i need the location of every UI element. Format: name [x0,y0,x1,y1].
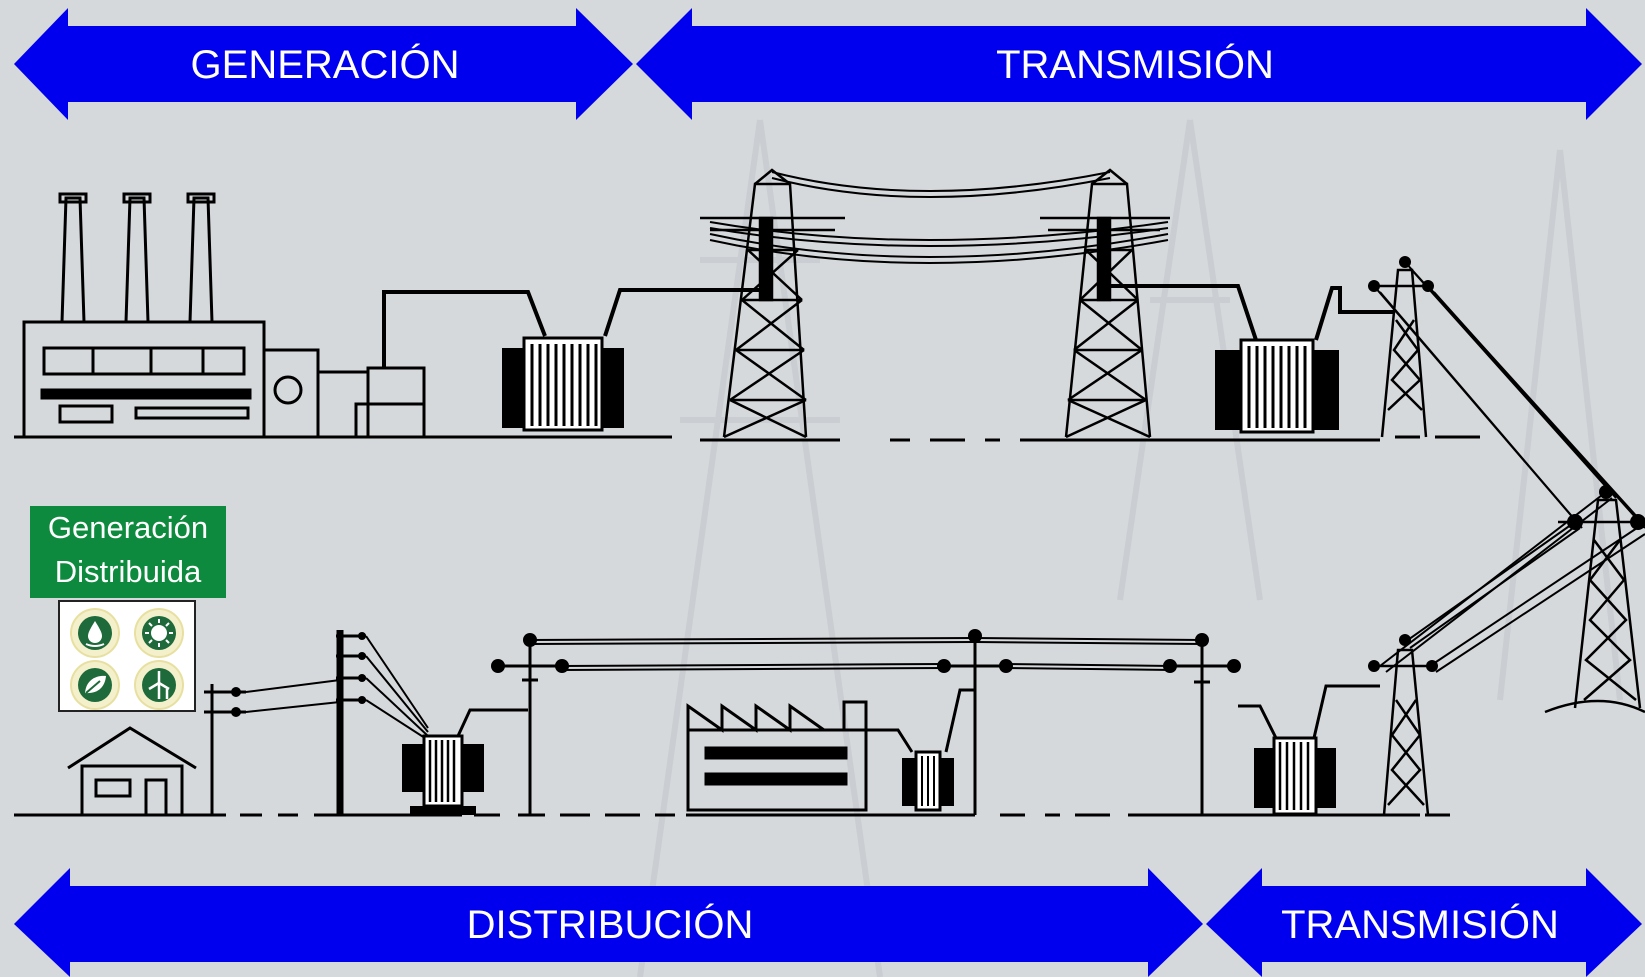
distribution-arrow [14,868,1203,977]
transmission-conductors [709,171,1169,264]
transmission-label-bottom: TRANSMISIÓN [1281,903,1559,947]
distribution-pole-1 [245,630,429,815]
transmission-arrow-bottom [1206,868,1642,977]
background-towers [637,119,1623,977]
generation-arrow [14,8,633,120]
distribution-pole-4 [1166,640,1238,815]
distributed-generation-line-1: Generación [47,510,209,545]
industrial-customer [686,700,914,812]
feeder-lines [1379,491,1645,673]
transmission-arrow-top [636,8,1642,120]
subtransmission-tower-top [1372,268,1432,438]
distributed-generation-line-2: Distribuida [54,554,202,589]
step-up-transformer [502,336,624,432]
house [67,726,197,817]
distribution-substation-transformer [1238,684,1380,816]
distribution-label: DISTRIBUCIÓN [466,903,754,947]
service-pole [204,684,246,815]
substation-connection [1110,284,1395,341]
water-drop-icon [72,610,118,656]
distributed-generation-label: Generación Distribuida [30,506,226,598]
renewable-icons-panel [58,600,196,712]
primary-distribution-lines [529,637,1203,671]
distribution-pole-3 [940,636,1010,815]
transmission-tower-1 [700,168,845,439]
generation-label: GENERACIÓN [190,43,460,87]
subtransmission-lines [1373,261,1645,529]
distribution-transformer-2 [902,750,954,812]
distribution-transformer-1 [402,708,528,815]
plant-connection [382,288,760,368]
step-down-transformer [1215,338,1339,434]
subtransmission-tower-bottom [1370,648,1436,816]
transmission-label-top: TRANSMISIÓN [996,43,1274,87]
leaf-icon [72,662,118,708]
sun-icon [136,610,182,656]
power-plant [22,192,426,439]
wind-turbine-icon [136,662,182,708]
